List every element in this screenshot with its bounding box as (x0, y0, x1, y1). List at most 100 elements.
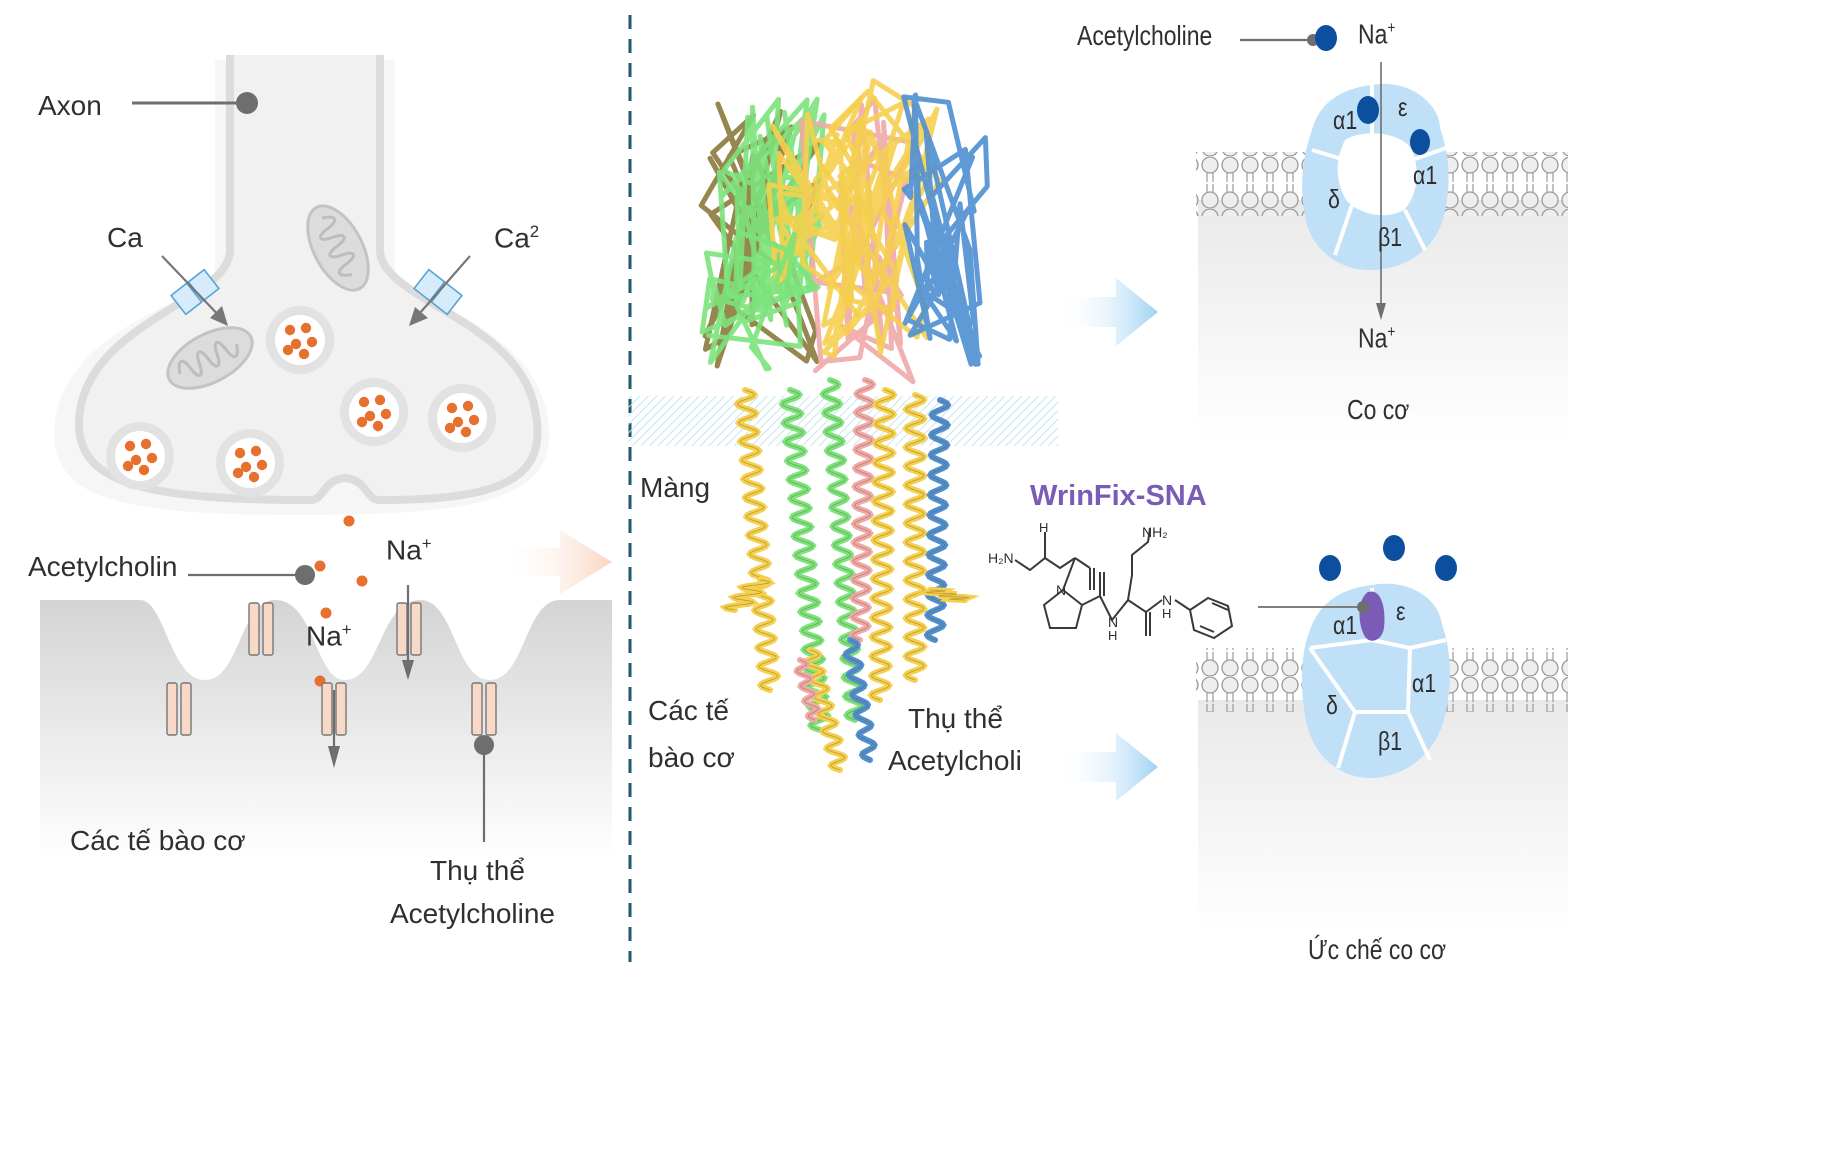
atom-nh-a: N (1108, 614, 1119, 630)
vesicle-dot (372, 420, 384, 432)
protein-sheet (901, 92, 990, 367)
diagram-canvas (40, 15, 1568, 962)
protein-helix (867, 387, 898, 703)
protein-helix (793, 657, 822, 723)
ca-arrow-left-head (210, 306, 228, 326)
vesicle-dot (306, 336, 318, 348)
calcium-channel-right (412, 268, 464, 316)
na-ion-free-3 (1435, 555, 1457, 581)
receptor-pentamer-bottom (1301, 583, 1450, 779)
vesicle-dot (460, 426, 472, 438)
vesicle-dot (124, 440, 136, 452)
vesicle-dot (444, 422, 456, 434)
na-label-lower: Na+ (306, 620, 352, 652)
na-arrow-lower-head (328, 746, 340, 768)
vesicle-dot (356, 416, 368, 428)
middle-receptor-label-line2: Acetylcholi (888, 745, 1022, 776)
acetylcholine-dot (314, 560, 326, 572)
subunit-delta-bottom: δ (1326, 690, 1338, 720)
ca-arrow-left (161, 255, 226, 323)
vesicle-dot (138, 464, 150, 476)
vesicle-dot (364, 410, 376, 422)
atom-nh2-left: H₂N (988, 550, 1014, 566)
receptor-channel (321, 682, 347, 736)
acetylcholin-label: Acetylcholin (28, 551, 178, 582)
acetylcholine-label-right: Acetylcholine (1077, 20, 1213, 51)
protein-helix (842, 637, 878, 763)
acetylcholine-molecules (314, 515, 368, 687)
subunit-beta1-top: β1 (1378, 222, 1403, 252)
atom-nh-b-h: H (1162, 606, 1172, 621)
acetylcholine-dot (343, 515, 355, 527)
protein-helix (733, 387, 782, 693)
receptor-channel (248, 602, 274, 656)
vesicle (106, 422, 174, 490)
receptor-channel (166, 682, 192, 736)
muscle-inhibition-caption: Ức chế co cơ (1308, 934, 1447, 965)
vesicle-dot (232, 467, 244, 479)
vesicle-dot (468, 414, 480, 426)
atom-nh2-right: NH₂ (1142, 524, 1168, 540)
axon-pointer-dot (236, 92, 258, 114)
receptor-label-line2: Acetylcholine (390, 898, 555, 929)
transition-arrow-left (500, 530, 612, 594)
calcium-channel-left (169, 268, 221, 316)
wrinfix-bound-marker (1359, 591, 1385, 641)
acetylcholine-receptor-structure (698, 78, 990, 773)
subunit-alpha1-a-bottom: α1 (1333, 610, 1358, 640)
protein-sheet (766, 95, 878, 319)
vesicle (428, 384, 496, 452)
vesicle-dot (250, 445, 262, 457)
vesicle-dot (374, 394, 386, 406)
ca-arrow-right-head (409, 307, 428, 326)
acetylcholine-dot (356, 575, 368, 587)
vesicle-dot (284, 324, 296, 336)
acetylcholin-pointer-dot (295, 565, 315, 585)
vesicle-dot (130, 454, 142, 466)
mitochondrion-lower (166, 326, 254, 390)
subunit-beta1-bottom: β1 (1378, 726, 1403, 756)
vesicle-dot (256, 459, 268, 471)
transition-arrow-bottom (1058, 733, 1158, 801)
vesicle (340, 378, 408, 446)
vesicle-dot (122, 460, 134, 472)
wrinfix-molecule-structure (1014, 527, 1234, 640)
protein-helix (848, 377, 877, 643)
receptor-label-line1: Thụ thể (430, 855, 525, 886)
na-flow-arrowhead (1376, 303, 1386, 320)
protein-helix (819, 377, 866, 723)
atom-nh-b: N (1162, 592, 1173, 608)
vesicle-dot (452, 416, 464, 428)
vesicle-dot (358, 396, 370, 408)
ca-label-left: Ca (107, 222, 143, 253)
synaptic-vesicles (106, 306, 496, 497)
na-ion-top (1315, 25, 1337, 51)
vesicle (266, 306, 334, 374)
na-ion-bound-2 (1410, 129, 1430, 155)
acetylcholine-receptor-channels (166, 602, 497, 736)
ca-arrow-right (411, 255, 471, 323)
na-ion-free-2 (1383, 535, 1405, 561)
vesicle-dot (140, 438, 152, 450)
vesicle-dot (380, 408, 392, 420)
vesicle-dot (298, 348, 310, 360)
subunit-alpha1-b-top: α1 (1413, 160, 1438, 190)
atom-h-top: H (1039, 520, 1049, 535)
vesicle-dot (290, 338, 302, 350)
protein-sheet (699, 229, 821, 372)
vesicle-dot (248, 471, 260, 483)
subunit-alpha1-a-top: α1 (1333, 105, 1358, 135)
subunit-delta-top: δ (1328, 184, 1340, 214)
na-label-bottom: Na+ (1358, 322, 1396, 354)
acetylcholine-dot (320, 607, 332, 619)
vesicle-dot (282, 344, 294, 356)
na-label-upper: Na+ (386, 534, 432, 566)
na-arrow-upper-head (402, 660, 414, 680)
atom-n-ring: N (1056, 582, 1067, 598)
ca-label-right-sup: 2 (529, 222, 540, 241)
middle-receptor-label-line1: Thụ thể (908, 703, 1003, 734)
subunit-alpha1-b-bottom: α1 (1412, 668, 1437, 698)
vesicle (216, 429, 284, 497)
receptor-channel (471, 682, 497, 736)
mitochondrion-upper (306, 204, 370, 292)
